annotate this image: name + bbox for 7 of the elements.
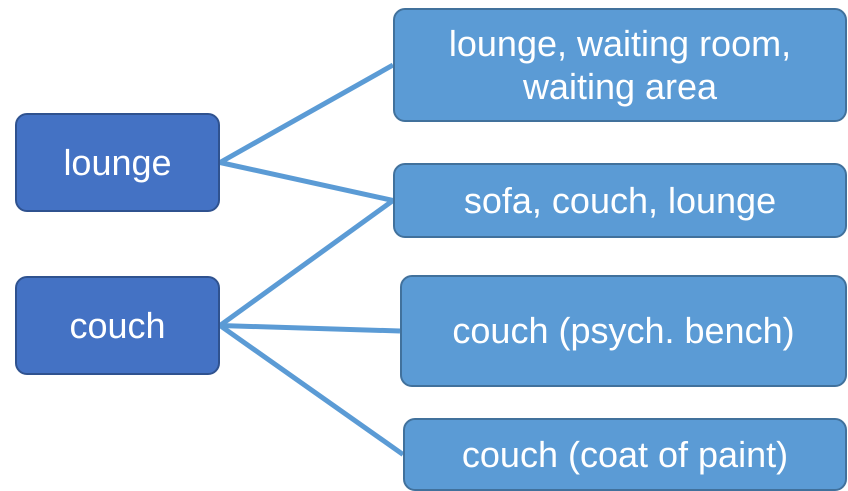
meaning-box: couch (psych. bench) (400, 275, 847, 387)
meaning-box: couch (coat of paint) (403, 418, 847, 491)
meaning-box: lounge, waiting room, waiting area (393, 8, 847, 122)
term-box: lounge (15, 113, 220, 212)
term-box: couch (15, 276, 220, 375)
meaning-box: sofa, couch, lounge (393, 163, 847, 238)
connector-line (219, 160, 394, 203)
